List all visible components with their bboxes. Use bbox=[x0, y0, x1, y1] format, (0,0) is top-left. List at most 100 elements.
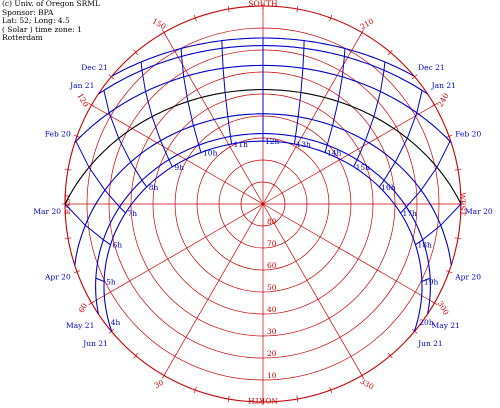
horizon-tick bbox=[108, 74, 115, 80]
date-label-left-2: Feb 20 bbox=[45, 130, 71, 139]
altitude-label-50: 50 bbox=[267, 283, 277, 292]
date-label-right-4: Apr 20 bbox=[454, 272, 481, 281]
azimuth-spoke-210 bbox=[262, 32, 363, 205]
credit-text: (c) Univ. of Oregon SRML bbox=[2, 0, 100, 8]
horizon-tick bbox=[431, 301, 438, 305]
azimuth-label-150: 150 bbox=[151, 16, 168, 31]
hour-label-5: 5h bbox=[106, 277, 116, 286]
horizon-tick bbox=[64, 237, 72, 240]
date-label-right-1: Jan 21 bbox=[431, 81, 456, 90]
compass-east: EAST bbox=[63, 193, 72, 214]
hour-label-19: 19h bbox=[424, 277, 439, 286]
azimuth-label-300: 300 bbox=[436, 300, 451, 317]
horizon-tick bbox=[227, 395, 230, 403]
horizon-tick bbox=[193, 14, 197, 22]
hour-line-13 bbox=[293, 40, 305, 145]
hour-line-5 bbox=[95, 277, 105, 282]
altitude-label-70: 70 bbox=[267, 239, 277, 248]
altitude-label-10: 10 bbox=[267, 371, 277, 380]
hour-label-15: 15h bbox=[356, 163, 371, 172]
hour-line-8 bbox=[103, 90, 148, 188]
hour-label-11: 11h bbox=[234, 140, 249, 149]
date-label-right-3: Mar 20 bbox=[465, 207, 493, 216]
azimuth-spoke-330 bbox=[262, 203, 363, 376]
horizon-tick bbox=[133, 352, 139, 359]
hour-line-19 bbox=[421, 277, 431, 282]
compass-south: SOUTH bbox=[248, 0, 278, 8]
azimuth-label-60: 60 bbox=[77, 301, 90, 314]
coordinates-text: Lat: 52; Long: 4.5 bbox=[2, 16, 70, 26]
azimuth-label-240: 240 bbox=[436, 91, 451, 108]
hour-label-6: 6h bbox=[113, 241, 123, 250]
sponsor-text: Sponsor: BPA bbox=[2, 7, 54, 17]
hour-label-12: 12h bbox=[265, 137, 280, 146]
horizon-tick bbox=[64, 168, 72, 171]
horizon-tick bbox=[88, 103, 95, 107]
date-label-left-5: May 21 bbox=[66, 321, 94, 330]
horizon-tick bbox=[360, 29, 364, 36]
hour-label-8: 8h bbox=[149, 183, 159, 192]
compass-north: NORTH bbox=[248, 396, 278, 405]
date-label-left-0: Dec 21 bbox=[81, 63, 108, 72]
azimuth-spoke-150 bbox=[163, 32, 264, 205]
hour-line-7 bbox=[75, 141, 126, 214]
azimuth-label-210: 210 bbox=[358, 16, 375, 31]
horizon-tick bbox=[329, 14, 333, 22]
time-zone-text: ( Solar ) time zone: 1 bbox=[2, 24, 82, 34]
horizon-tick bbox=[73, 134, 81, 138]
hour-line-11 bbox=[221, 40, 233, 145]
hour-label-18: 18h bbox=[417, 241, 432, 250]
azimuth-label-30: 30 bbox=[153, 378, 166, 391]
hour-label-17: 17h bbox=[403, 209, 418, 218]
azimuth-spoke-30 bbox=[163, 203, 264, 376]
hour-line-18 bbox=[415, 203, 462, 246]
horizon-tick bbox=[162, 372, 166, 379]
hour-line-16 bbox=[378, 90, 423, 188]
date-label-left-1: Jan 21 bbox=[69, 81, 94, 90]
date-label-right-2: Feb 20 bbox=[455, 130, 481, 139]
horizon-tick bbox=[296, 395, 299, 403]
date-label-right-5: May 21 bbox=[432, 321, 460, 330]
horizon-tick bbox=[73, 270, 81, 274]
hour-label-7: 7h bbox=[127, 209, 137, 218]
date-label-right-0: Dec 21 bbox=[418, 63, 445, 72]
hour-line-10 bbox=[180, 48, 202, 153]
hour-line-14 bbox=[324, 48, 346, 153]
compass-west: WEST bbox=[458, 192, 467, 215]
altitude-label-20: 20 bbox=[267, 349, 277, 358]
horizon-tick bbox=[445, 270, 453, 274]
hour-label-14: 14h bbox=[327, 149, 342, 158]
azimuth-spoke-300 bbox=[262, 203, 435, 304]
altitude-label-30: 30 bbox=[267, 327, 277, 336]
hour-label-16: 16h bbox=[381, 183, 396, 192]
hour-label-13: 13h bbox=[296, 140, 311, 149]
azimuth-label-120: 120 bbox=[76, 92, 91, 109]
chart-header: (c) Univ. of Oregon SRML Sponsor: BPA La… bbox=[2, 0, 100, 43]
horizon-tick bbox=[454, 237, 462, 240]
altitude-label-60: 60 bbox=[267, 261, 277, 270]
hour-line-15 bbox=[353, 61, 386, 168]
hour-label-4: 4h bbox=[111, 318, 121, 327]
altitude-label-40: 40 bbox=[267, 305, 277, 314]
horizon-tick bbox=[387, 49, 393, 56]
hour-label-9: 9h bbox=[174, 163, 184, 172]
hour-line-17 bbox=[400, 141, 451, 214]
date-label-left-4: Apr 20 bbox=[44, 272, 71, 281]
hour-label-20: 20h bbox=[419, 318, 434, 327]
horizon-tick bbox=[431, 103, 438, 107]
horizon-tick bbox=[329, 386, 333, 394]
date-label-left-3: Mar 20 bbox=[33, 207, 61, 216]
horizon-tick bbox=[227, 5, 230, 13]
location-text: Rotterdam bbox=[2, 33, 43, 43]
horizon-tick bbox=[360, 372, 364, 379]
horizon-tick bbox=[445, 134, 453, 138]
azimuth-label-330: 330 bbox=[358, 377, 375, 392]
hour-line-6 bbox=[64, 203, 111, 246]
horizon-tick bbox=[162, 29, 166, 36]
azimuth-spoke-60 bbox=[91, 203, 264, 304]
horizon-tick bbox=[454, 168, 462, 171]
horizon-tick bbox=[411, 74, 418, 80]
horizon-tick bbox=[296, 5, 299, 13]
